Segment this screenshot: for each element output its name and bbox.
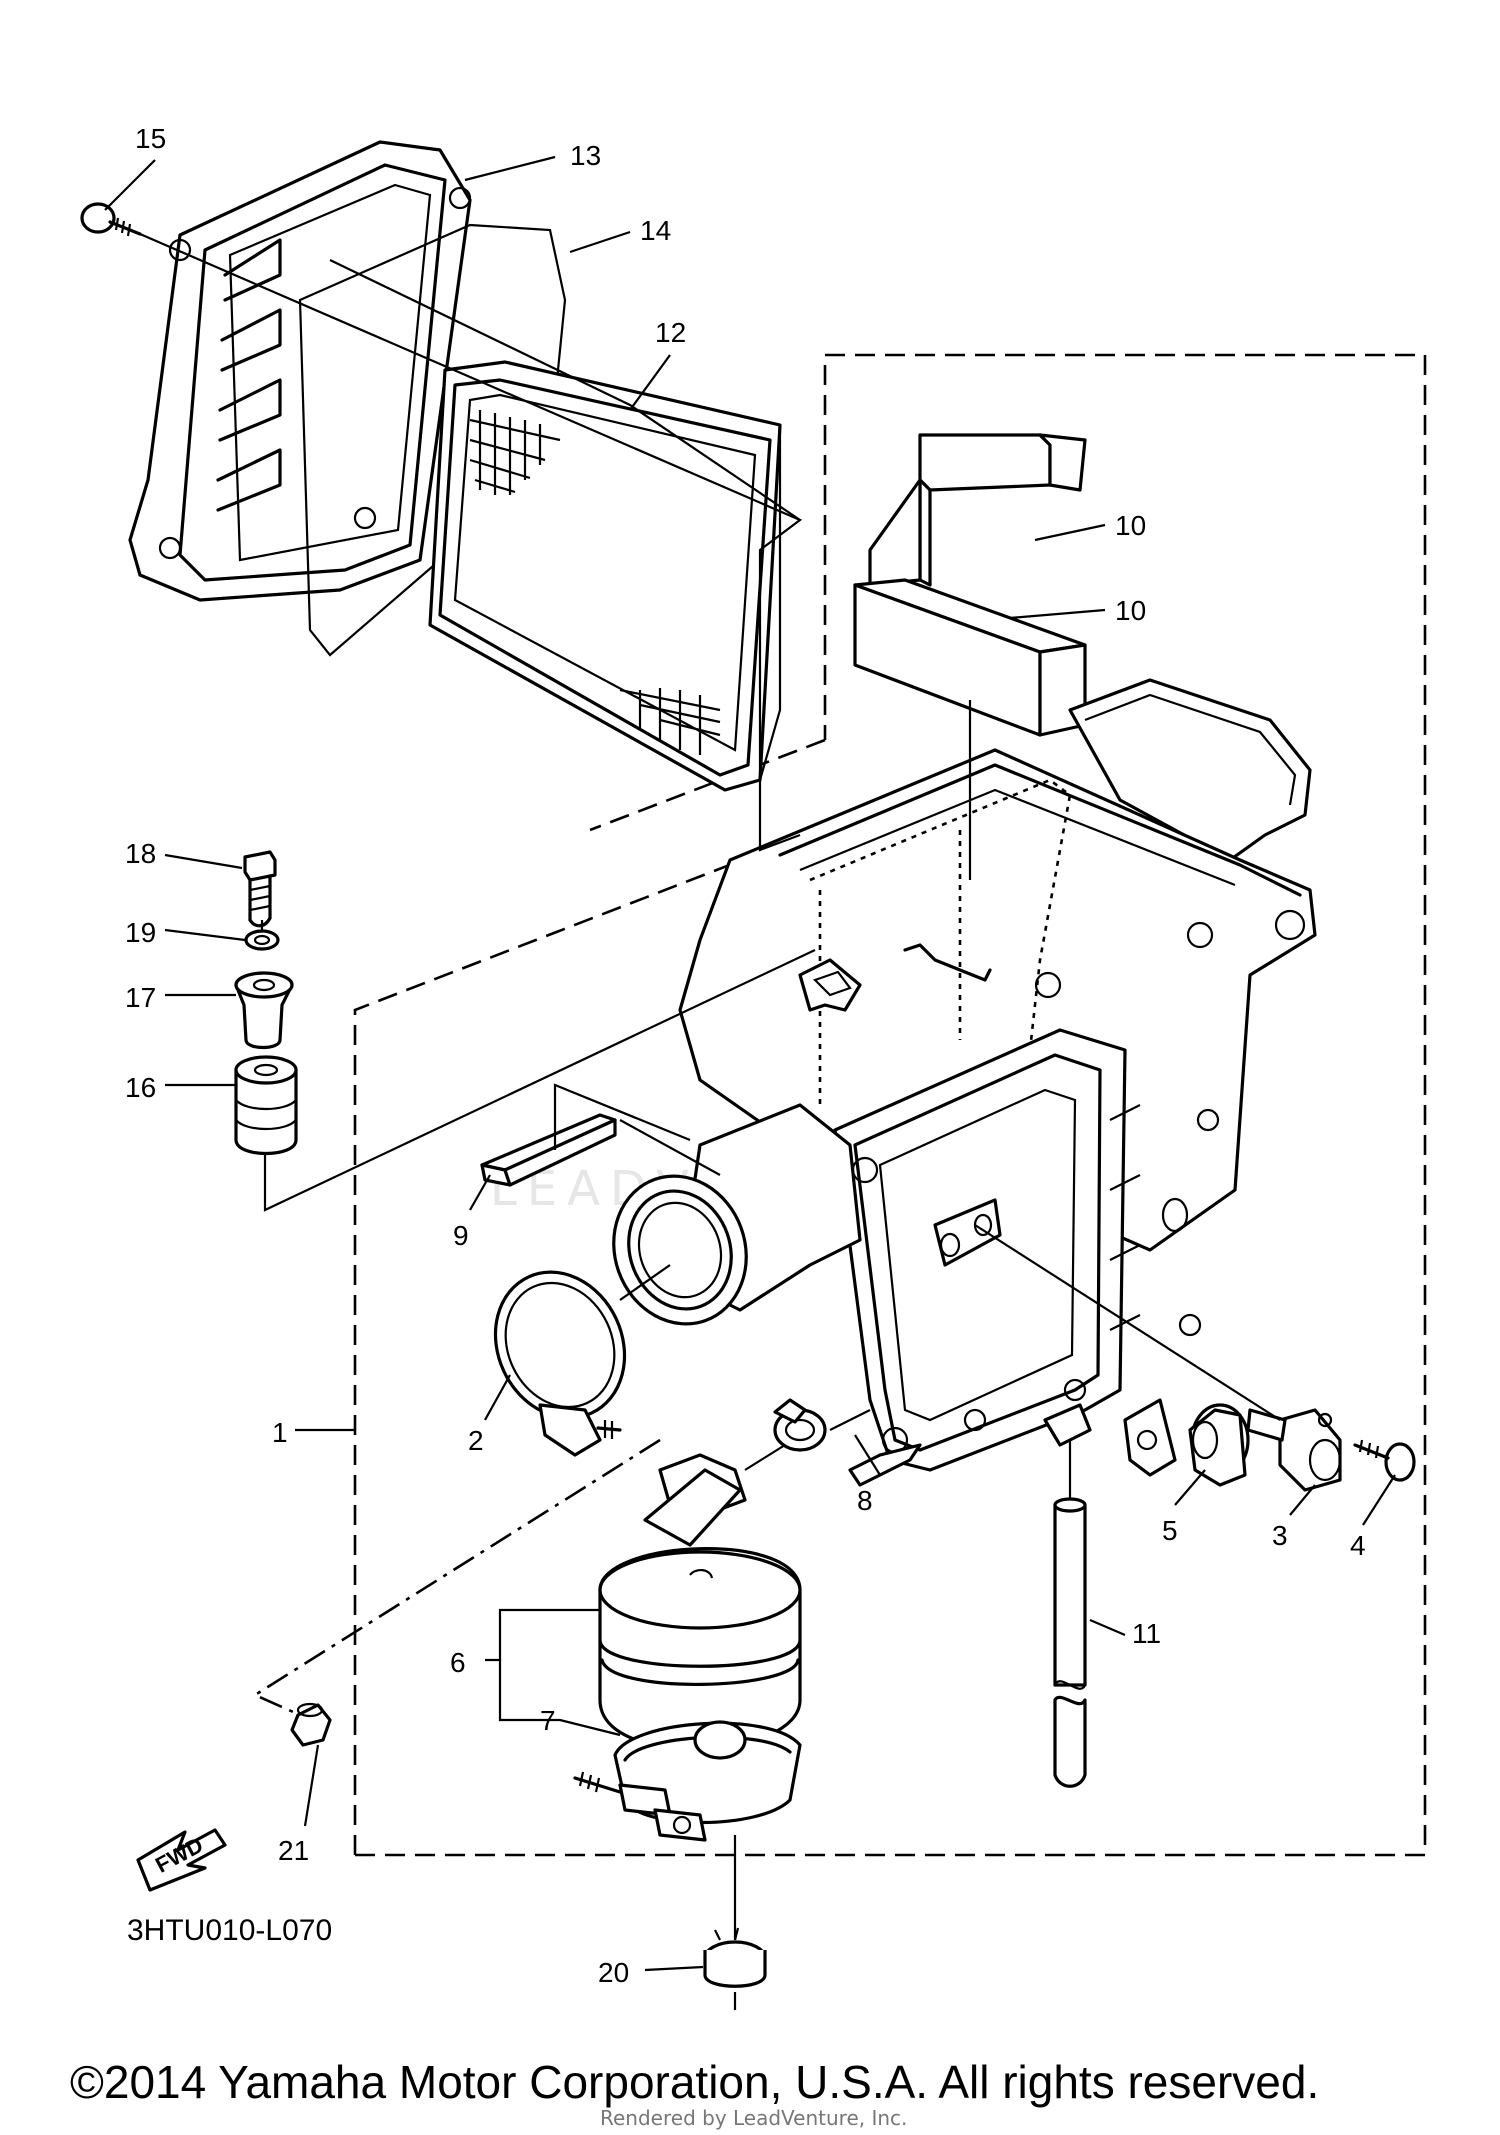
part-17-collar bbox=[234, 971, 294, 1050]
part-1-filter-case bbox=[678, 678, 1317, 1487]
part-8-hose-clamp bbox=[773, 1398, 827, 1452]
assembly-boundary bbox=[353, 353, 1427, 1857]
part-9-foam-strip bbox=[480, 1113, 617, 1187]
part-15-screw bbox=[80, 202, 142, 237]
part-3-sensor bbox=[1246, 1408, 1342, 1492]
callout-10-upper: 10 bbox=[1115, 510, 1146, 541]
callout-8: 8 bbox=[857, 1485, 873, 1516]
callout-10-lower: 10 bbox=[1115, 595, 1146, 626]
part-2-hose-clamp bbox=[493, 1270, 627, 1457]
callout-19: 19 bbox=[125, 917, 156, 948]
callout-21: 21 bbox=[278, 1835, 309, 1866]
part-12-air-filter-element bbox=[428, 360, 782, 792]
callout-1: 1 bbox=[272, 1417, 288, 1448]
callout-18: 18 bbox=[125, 838, 156, 869]
callout-16: 16 bbox=[125, 1072, 156, 1103]
leader-lines bbox=[104, 155, 1396, 1972]
callout-2: 2 bbox=[468, 1425, 484, 1456]
part-10-foam-strip-lower bbox=[853, 578, 1087, 737]
callout-12: 12 bbox=[655, 317, 686, 348]
part-5-grommet bbox=[1188, 1403, 1250, 1487]
diagram-code: 3HTU010-L070 bbox=[127, 1914, 332, 1947]
callout-17: 17 bbox=[125, 982, 156, 1013]
assembly-guide-lines bbox=[139, 232, 1281, 2010]
callout-6: 6 bbox=[450, 1647, 466, 1678]
callout-7: 7 bbox=[540, 1705, 556, 1736]
callout-3: 3 bbox=[1272, 1520, 1288, 1551]
part-19-washer bbox=[244, 929, 280, 951]
rendered-by-notice: Rendered by LeadVenture, Inc. bbox=[600, 2106, 907, 2130]
callout-20: 20 bbox=[598, 1957, 629, 1988]
part-10-foam-strip-upper bbox=[868, 433, 1087, 587]
callout-11: 11 bbox=[1132, 1618, 1161, 1649]
callout-4: 4 bbox=[1350, 1530, 1366, 1561]
part-6-7-drain-bowl bbox=[573, 1453, 802, 1842]
copyright-notice: ©2014 Yamaha Motor Corporation, U.S.A. A… bbox=[70, 2056, 1319, 2108]
filter-mesh bbox=[469, 410, 721, 755]
part-18-bolt bbox=[243, 850, 277, 928]
part-16-damper bbox=[234, 1055, 298, 1156]
part-20-hose-clamp bbox=[703, 1927, 767, 1988]
part-11-hose bbox=[1053, 1497, 1087, 1788]
part-13-filter-case-cover bbox=[128, 140, 472, 602]
part-4-screw bbox=[1353, 1439, 1416, 1482]
part-21-plug bbox=[290, 1702, 332, 1747]
callout-14: 14 bbox=[640, 215, 671, 246]
callout-labels: 1 2 3 4 5 6 7 8 9 10 10 11 12 13 14 15 1… bbox=[125, 123, 1366, 1988]
callout-9: 9 bbox=[453, 1220, 469, 1251]
callout-5: 5 bbox=[1162, 1515, 1178, 1546]
callout-13: 13 bbox=[570, 140, 601, 171]
forward-direction-arrow: FWD bbox=[136, 1828, 227, 1892]
callout-15: 15 bbox=[135, 123, 166, 154]
intake-boot bbox=[612, 1103, 862, 1326]
